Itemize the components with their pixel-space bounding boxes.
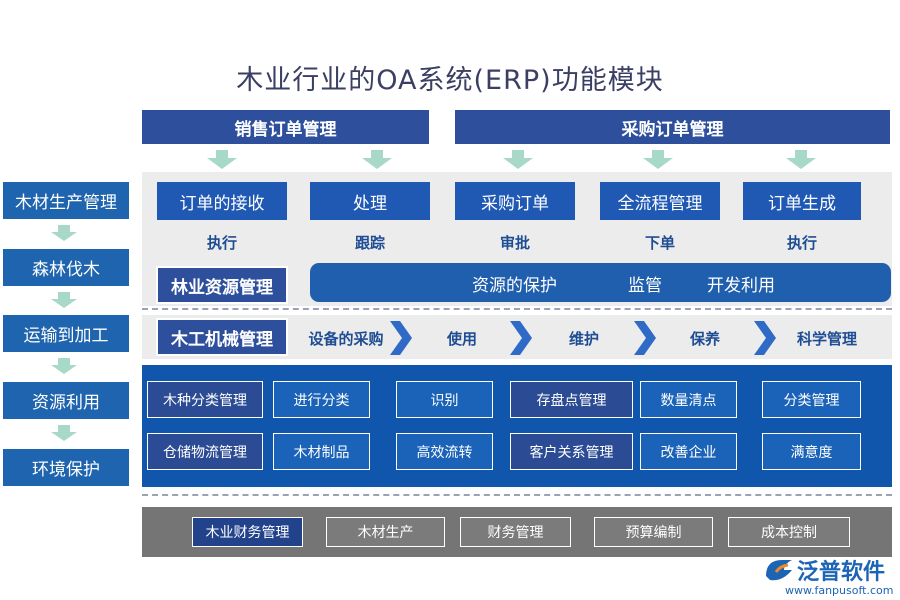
machinery-step-maintain: 维护 <box>568 330 599 348</box>
arrow-down-icon <box>207 150 237 170</box>
machinery-step-use: 使用 <box>446 330 477 348</box>
purchase-order-header: 采购订单管理 <box>455 110 890 144</box>
chevron-right-icon <box>390 321 412 355</box>
sidebar-item-environment[interactable]: 环境保护 <box>3 449 129 486</box>
forest-item-protect: 资源的保护 <box>472 276 557 296</box>
module-button[interactable]: 客户关系管理 <box>510 433 633 470</box>
forest-item-supervise: 监管 <box>628 276 662 296</box>
order-sublabel: 执行 <box>786 234 817 252</box>
diagram-title: 木业行业的OA系统(ERP)功能模块 <box>236 65 664 96</box>
forest-resource-bar: 资源的保护 监管 开发利用 <box>310 263 891 302</box>
machinery-label[interactable]: 木工机械管理 <box>156 318 288 356</box>
arrow-down-icon <box>51 225 77 243</box>
machinery-step-purchase: 设备的采购 <box>308 330 384 348</box>
arrow-down-icon <box>51 292 77 310</box>
machinery-step-science: 科学管理 <box>796 330 857 348</box>
fanpu-logo-icon <box>766 560 792 581</box>
module-button[interactable]: 数量清点 <box>640 381 737 418</box>
forest-item-develop: 开发利用 <box>707 276 775 296</box>
fanpu-logo-text: 泛普软件 <box>797 560 886 585</box>
order-sublabel: 跟踪 <box>354 234 385 252</box>
chevron-right-icon <box>634 321 656 355</box>
module-button[interactable]: 识别 <box>396 381 493 418</box>
order-sublabel: 审批 <box>499 234 530 252</box>
arrow-down-icon <box>362 150 392 170</box>
arrow-down-icon <box>503 150 533 170</box>
finance-button[interactable]: 木业财务管理 <box>192 517 303 547</box>
finance-button[interactable]: 预算编制 <box>594 517 713 547</box>
arrow-down-icon <box>51 425 77 443</box>
order-receive-button[interactable]: 订单的接收 <box>157 182 287 220</box>
module-button[interactable]: 进行分类 <box>273 381 370 418</box>
sidebar-item-resource-use[interactable]: 资源利用 <box>3 382 129 419</box>
module-button[interactable]: 高效流转 <box>396 433 493 470</box>
finance-button[interactable]: 成本控制 <box>728 517 850 547</box>
chevron-right-icon <box>510 321 532 355</box>
module-button[interactable]: 改善企业 <box>640 433 737 470</box>
purchase-order-button[interactable]: 采购订单 <box>455 182 575 220</box>
divider <box>142 308 892 310</box>
arrow-down-icon <box>51 358 77 376</box>
order-process-button[interactable]: 处理 <box>310 182 430 220</box>
full-process-button[interactable]: 全流程管理 <box>600 182 720 220</box>
arrow-down-icon <box>643 150 673 170</box>
module-button[interactable]: 仓储物流管理 <box>147 433 263 470</box>
finance-button[interactable]: 财务管理 <box>460 517 571 547</box>
divider <box>142 494 892 496</box>
sidebar-item-wood-production[interactable]: 木材生产管理 <box>3 182 129 219</box>
finance-button[interactable]: 木材生产 <box>326 517 445 547</box>
module-button[interactable]: 分类管理 <box>762 381 861 418</box>
module-button[interactable]: 存盘点管理 <box>510 381 633 418</box>
machinery-step-upkeep: 保养 <box>689 330 720 348</box>
order-sublabel: 下单 <box>644 234 675 252</box>
forest-resource-label[interactable]: 林业资源管理 <box>156 266 288 304</box>
sidebar-item-transport[interactable]: 运输到加工 <box>3 315 129 352</box>
sales-order-header: 销售订单管理 <box>142 110 429 144</box>
fanpu-url: www.fanpusoft.com <box>785 584 894 597</box>
sidebar-item-logging[interactable]: 森林伐木 <box>3 249 129 286</box>
order-generate-button[interactable]: 订单生成 <box>743 182 861 220</box>
arrow-down-icon <box>786 150 816 170</box>
module-button[interactable]: 木材制品 <box>273 433 370 470</box>
module-button[interactable]: 满意度 <box>762 433 861 470</box>
order-sublabel: 执行 <box>206 234 237 252</box>
module-button[interactable]: 木种分类管理 <box>147 381 263 418</box>
chevron-right-icon <box>754 321 776 355</box>
